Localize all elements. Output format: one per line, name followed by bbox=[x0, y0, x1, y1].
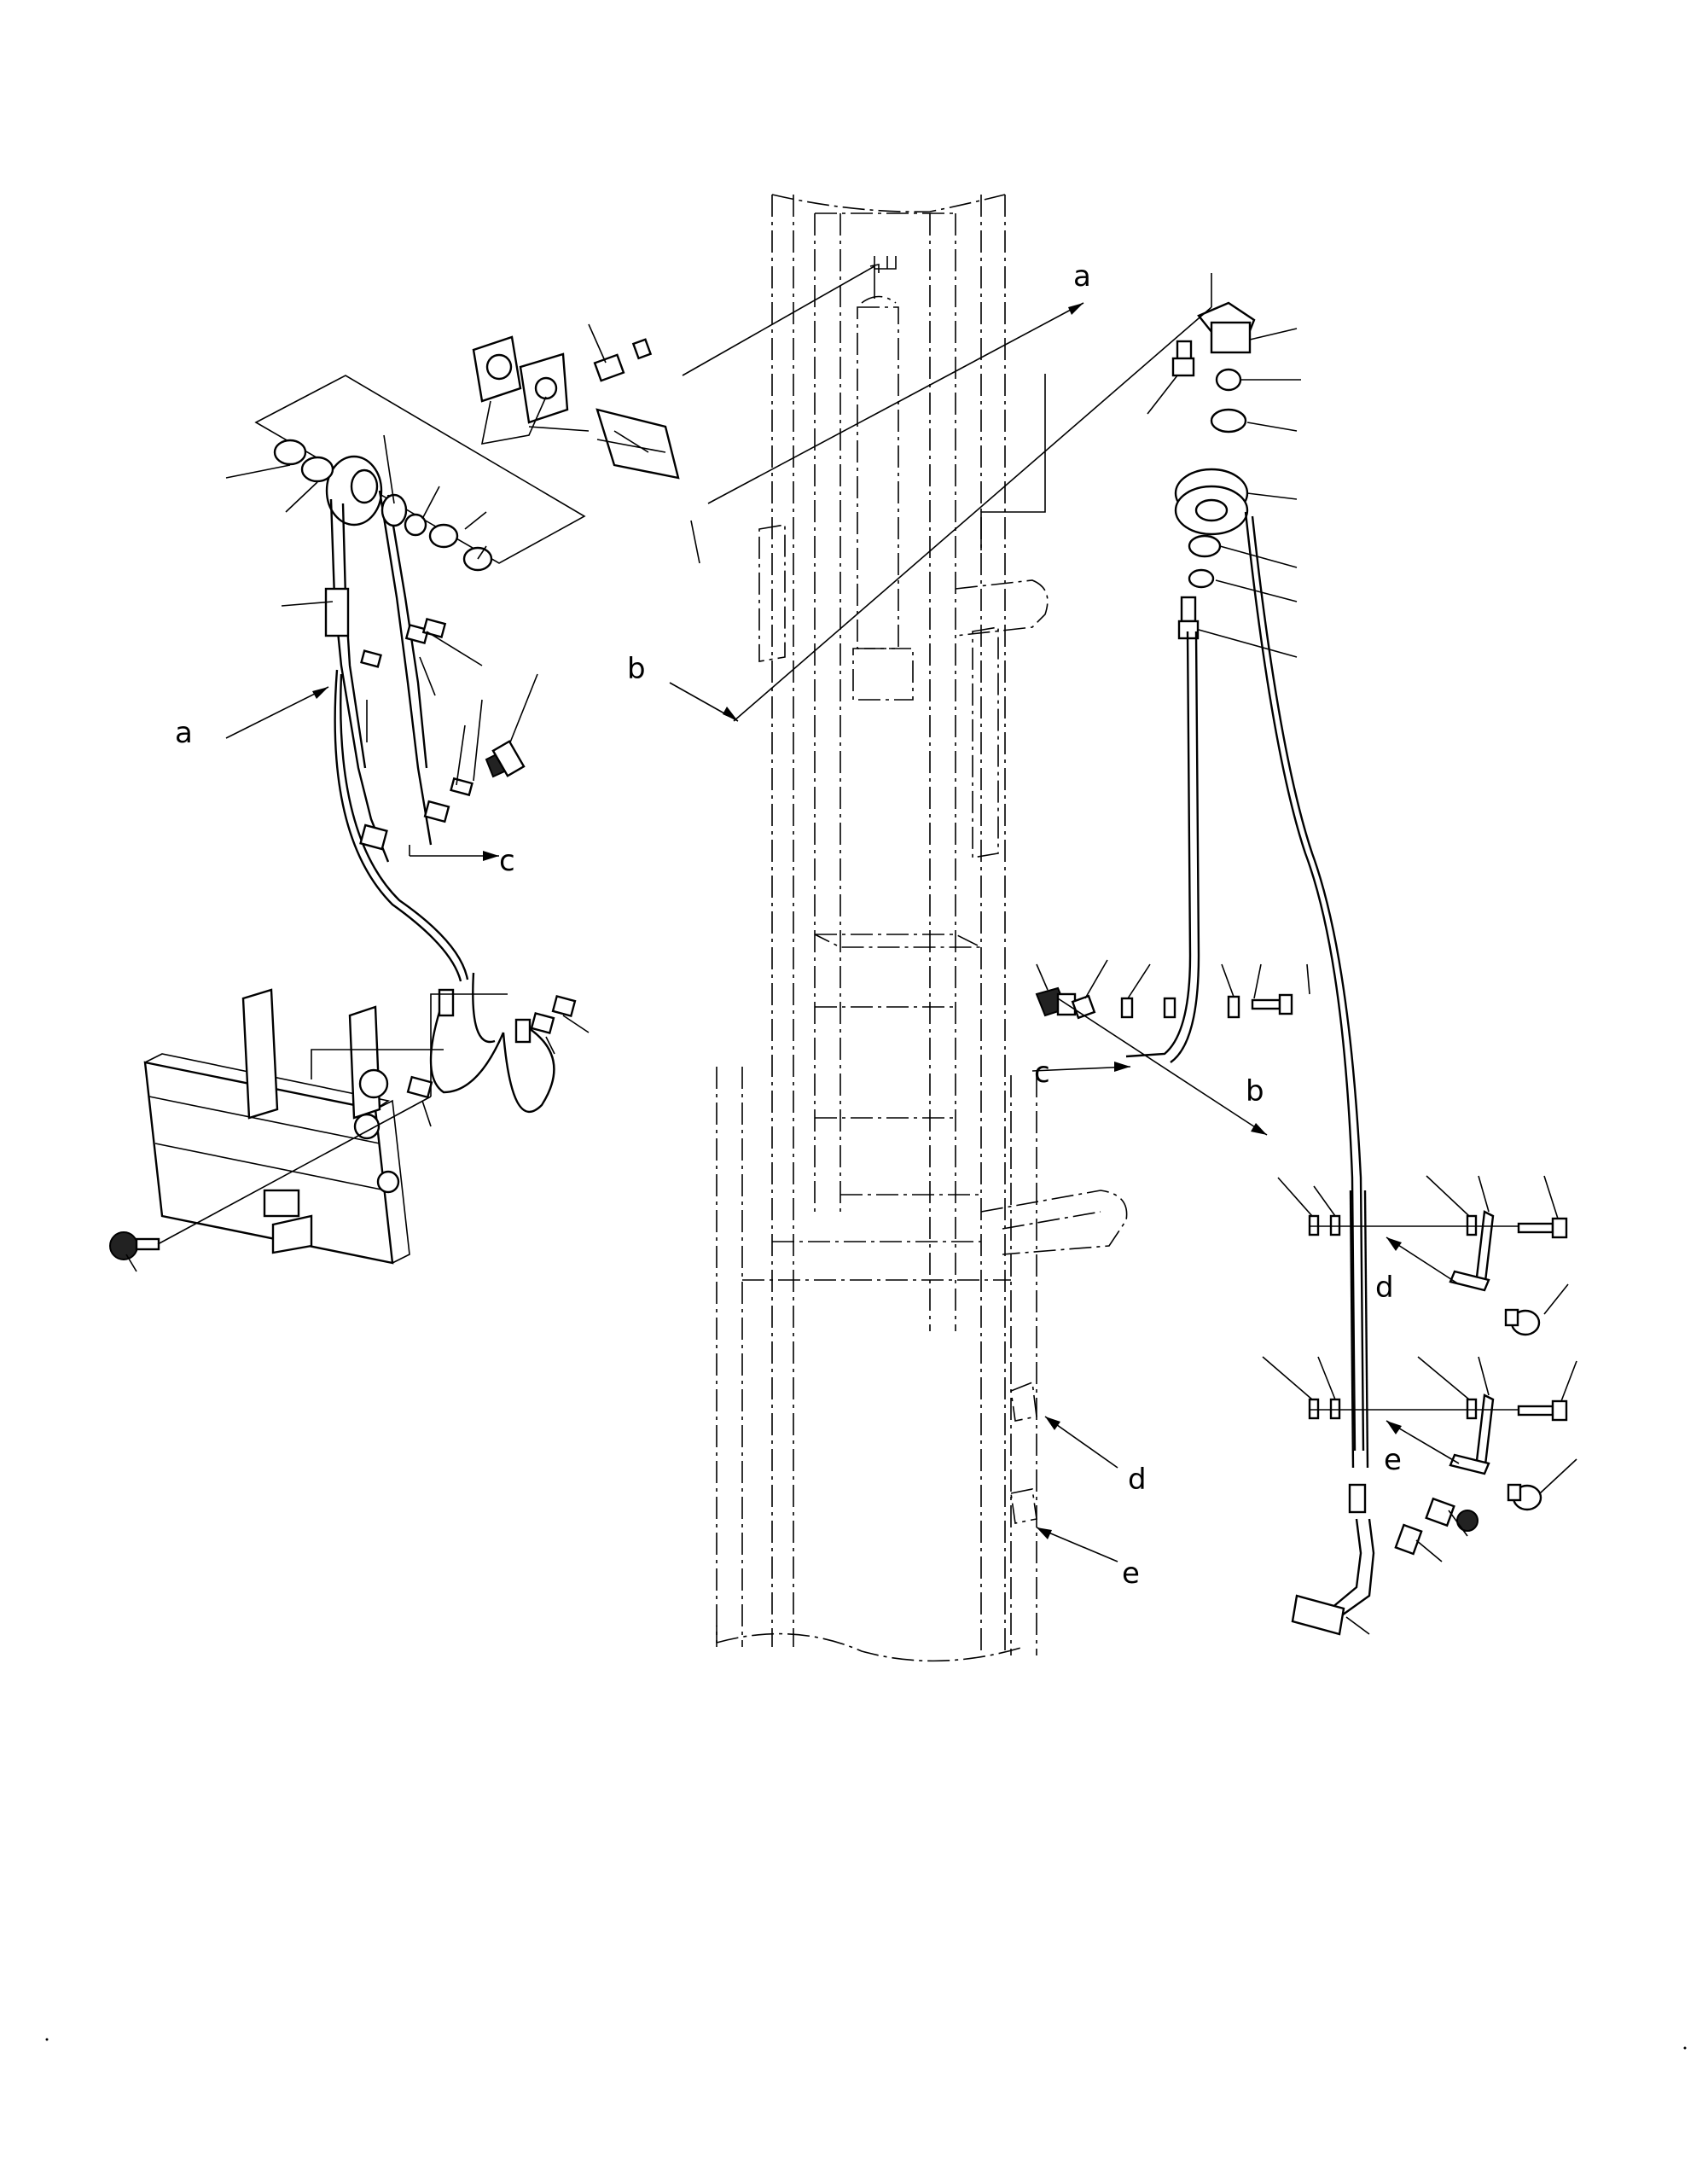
chain-sheave-assembly bbox=[254, 323, 680, 1114]
mast-assembly bbox=[716, 194, 1128, 1662]
callout-a-left: a bbox=[175, 716, 193, 750]
callout-d-center: d bbox=[1128, 1463, 1147, 1497]
callout-a-top: a bbox=[1073, 259, 1091, 294]
callout-b-right: b bbox=[1246, 1074, 1264, 1108]
callout-letters: a a b b c c d d e e bbox=[175, 259, 1402, 1591]
callout-e-center: e bbox=[1122, 1556, 1140, 1591]
callout-d-right: d bbox=[1375, 1271, 1394, 1305]
callout-e-right: e bbox=[1384, 1443, 1402, 1477]
callout-b-center: b bbox=[627, 652, 646, 686]
carriage-assembly bbox=[109, 988, 410, 1265]
assembly-lines bbox=[125, 256, 1577, 1635]
callout-c-right: c bbox=[1034, 1056, 1050, 1090]
right-sheave-assembly bbox=[1035, 301, 1568, 1636]
callout-c-left: c bbox=[499, 844, 515, 878]
